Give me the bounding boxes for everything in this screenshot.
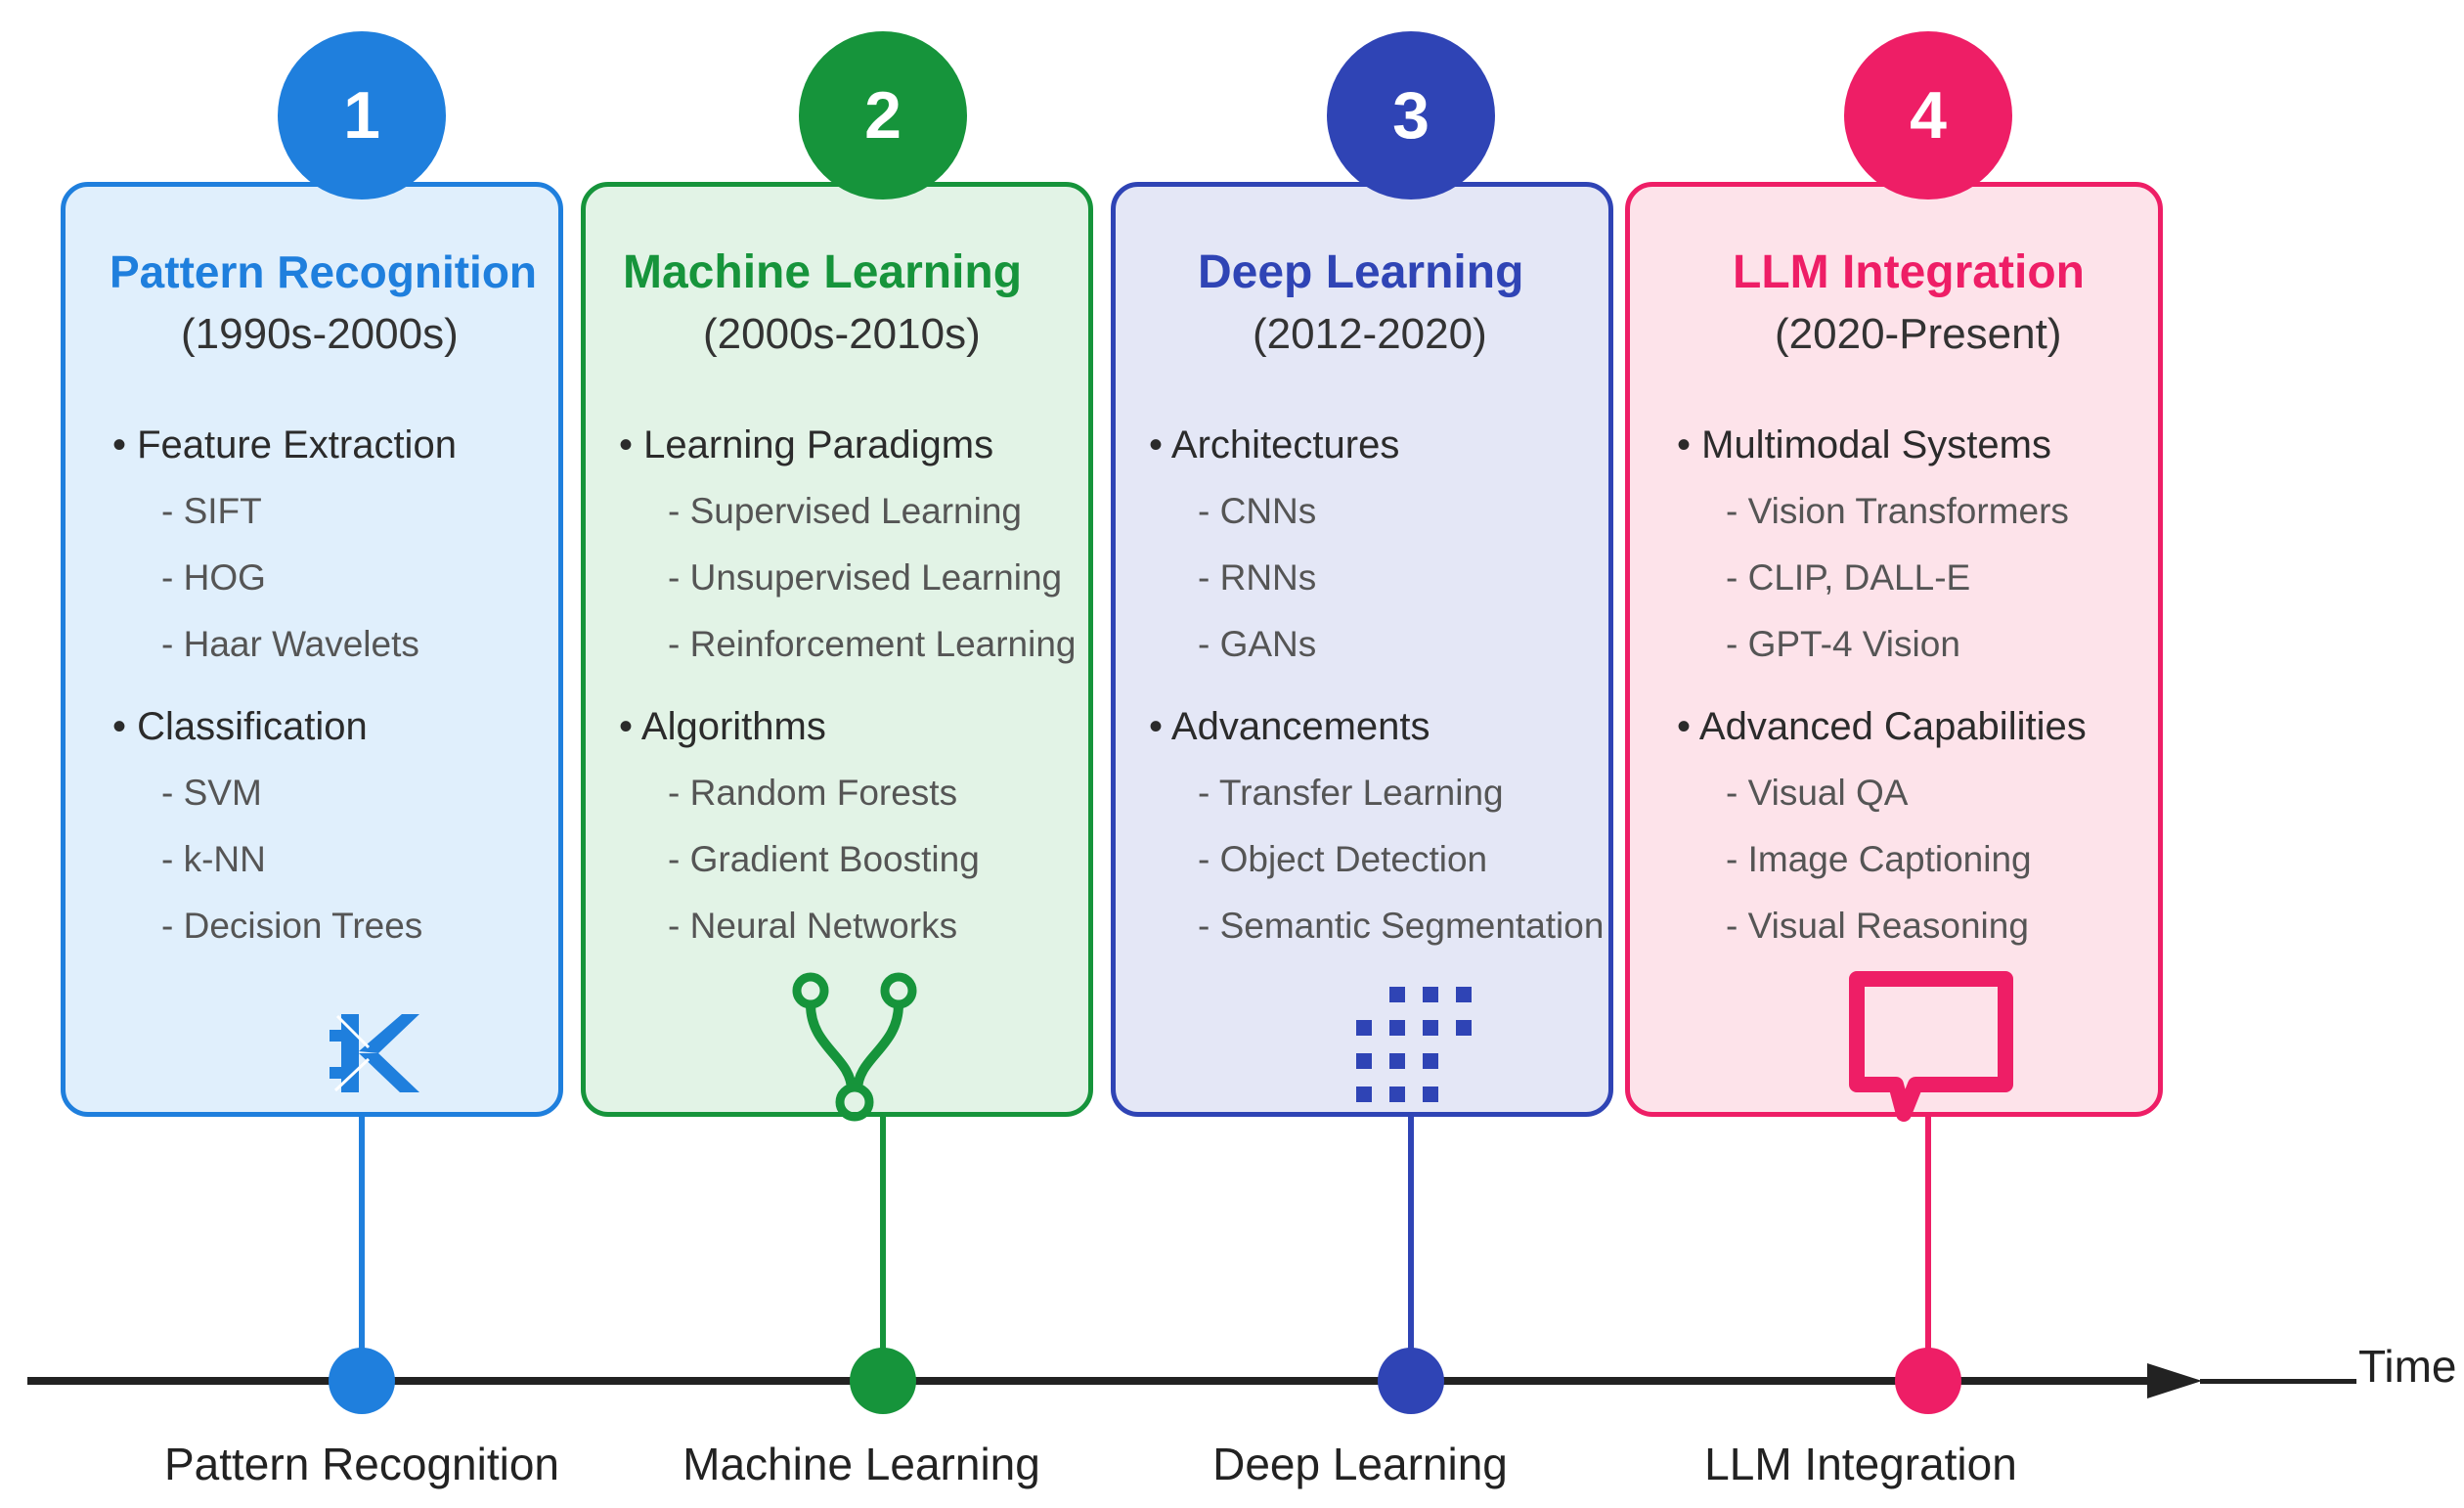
list-item: - Object Detection [1198,839,1488,879]
stage-period: (1990s-2000s) [181,310,459,358]
category-heading: • Architectures [1149,423,1400,466]
timeline-marker [1378,1348,1444,1414]
axis-extension-line [2200,1379,2356,1384]
stage-feature-list: • Multimodal Systems - Vision Transforme… [1677,412,2087,959]
list-item: - HOG [161,557,266,598]
list-item: - Unsupervised Learning [668,557,1063,598]
timeline-axis [27,1377,2167,1385]
stage-title: Deep Learning [1198,246,1524,298]
stage-feature-list: • Architectures - CNNs - RNNs - GANs • A… [1149,412,1604,959]
list-item: - GPT-4 Vision [1726,624,1960,664]
dot-grid-icon [1356,987,1472,1102]
list-item: - RNNs [1198,557,1317,598]
chat-bubble-icon [1849,971,2013,1122]
stage-card-pattern-recognition: Pattern Recognition (1990s-2000s) • Feat… [61,182,563,1117]
stage-period: (2012-2020) [1253,310,1487,358]
list-item: - Haar Wavelets [161,624,419,664]
list-item: - GANs [1198,624,1317,664]
list-item: - Supervised Learning [668,491,1022,531]
stage-number-badge: 3 [1327,31,1495,200]
list-item: - CLIP, DALL-E [1726,557,1971,598]
stage-period: (2020-Present) [1775,310,2062,358]
stage-connector-line [1925,1115,1931,1379]
list-item: - Transfer Learning [1198,773,1504,813]
category-heading: • Algorithms [619,705,826,748]
stage-connector-line [1408,1115,1414,1379]
stage-title: LLM Integration [1733,246,2085,298]
list-item: - Vision Transformers [1726,491,2069,531]
list-item: - Decision Trees [161,906,423,946]
axis-arrowhead [2147,1363,2202,1398]
list-item: - CNNs [1198,491,1317,531]
stage-number-badge: 2 [799,31,967,200]
list-item: - SIFT [161,491,262,531]
list-item: - Gradient Boosting [668,839,980,879]
list-item: - SVM [161,773,262,813]
stage-feature-list: • Learning Paradigms - Supervised Learni… [619,412,1077,959]
list-item: - Neural Networks [668,906,958,946]
branch-fork-icon [792,972,917,1122]
category-heading: • Multimodal Systems [1677,423,2051,466]
category-heading: • Advancements [1149,705,1430,748]
timeline-label: Machine Learning [682,1439,1040,1489]
stage-connector-line [880,1115,886,1379]
timeline-label: Deep Learning [1212,1439,1508,1489]
list-item: - Visual Reasoning [1726,906,2029,946]
timeline-label: Pattern Recognition [163,1439,560,1489]
stage-feature-list: • Feature Extraction - SIFT - HOG - Haar… [112,412,457,959]
stage-period: (2000s-2010s) [703,310,981,358]
category-heading: • Learning Paradigms [619,423,994,466]
list-item: - Image Captioning [1726,839,2032,879]
stage-title: Machine Learning [623,246,1023,298]
stage-card-machine-learning: Machine Learning (2000s-2010s) • Learnin… [581,182,1093,1122]
stage-number-badge: 1 [278,31,446,200]
timeline-label: LLM Integration [1704,1439,2017,1489]
stage-card-llm-integration: LLM Integration (2020-Present) • Multimo… [1625,182,2163,1122]
stage-number-badge: 4 [1844,31,2012,200]
timeline-marker [329,1348,395,1414]
list-item: - Visual QA [1726,773,1909,813]
sift-keypoint-icon [330,1014,419,1092]
category-heading: • Feature Extraction [112,423,457,466]
category-heading: • Classification [112,705,368,748]
list-item: - Random Forests [668,773,958,813]
list-item: - Semantic Segmentation [1198,906,1605,946]
axis-label: Time [2358,1341,2457,1392]
stage-card-deep-learning: Deep Learning (2012-2020) • Architecture… [1111,182,1613,1117]
list-item: - Reinforcement Learning [668,624,1077,664]
list-item: - k-NN [161,839,266,879]
timeline-marker [850,1348,916,1414]
timeline-marker [1895,1348,1961,1414]
stage-title: Pattern Recognition [110,246,538,297]
category-heading: • Advanced Capabilities [1677,705,2087,748]
stage-connector-line [359,1115,365,1379]
